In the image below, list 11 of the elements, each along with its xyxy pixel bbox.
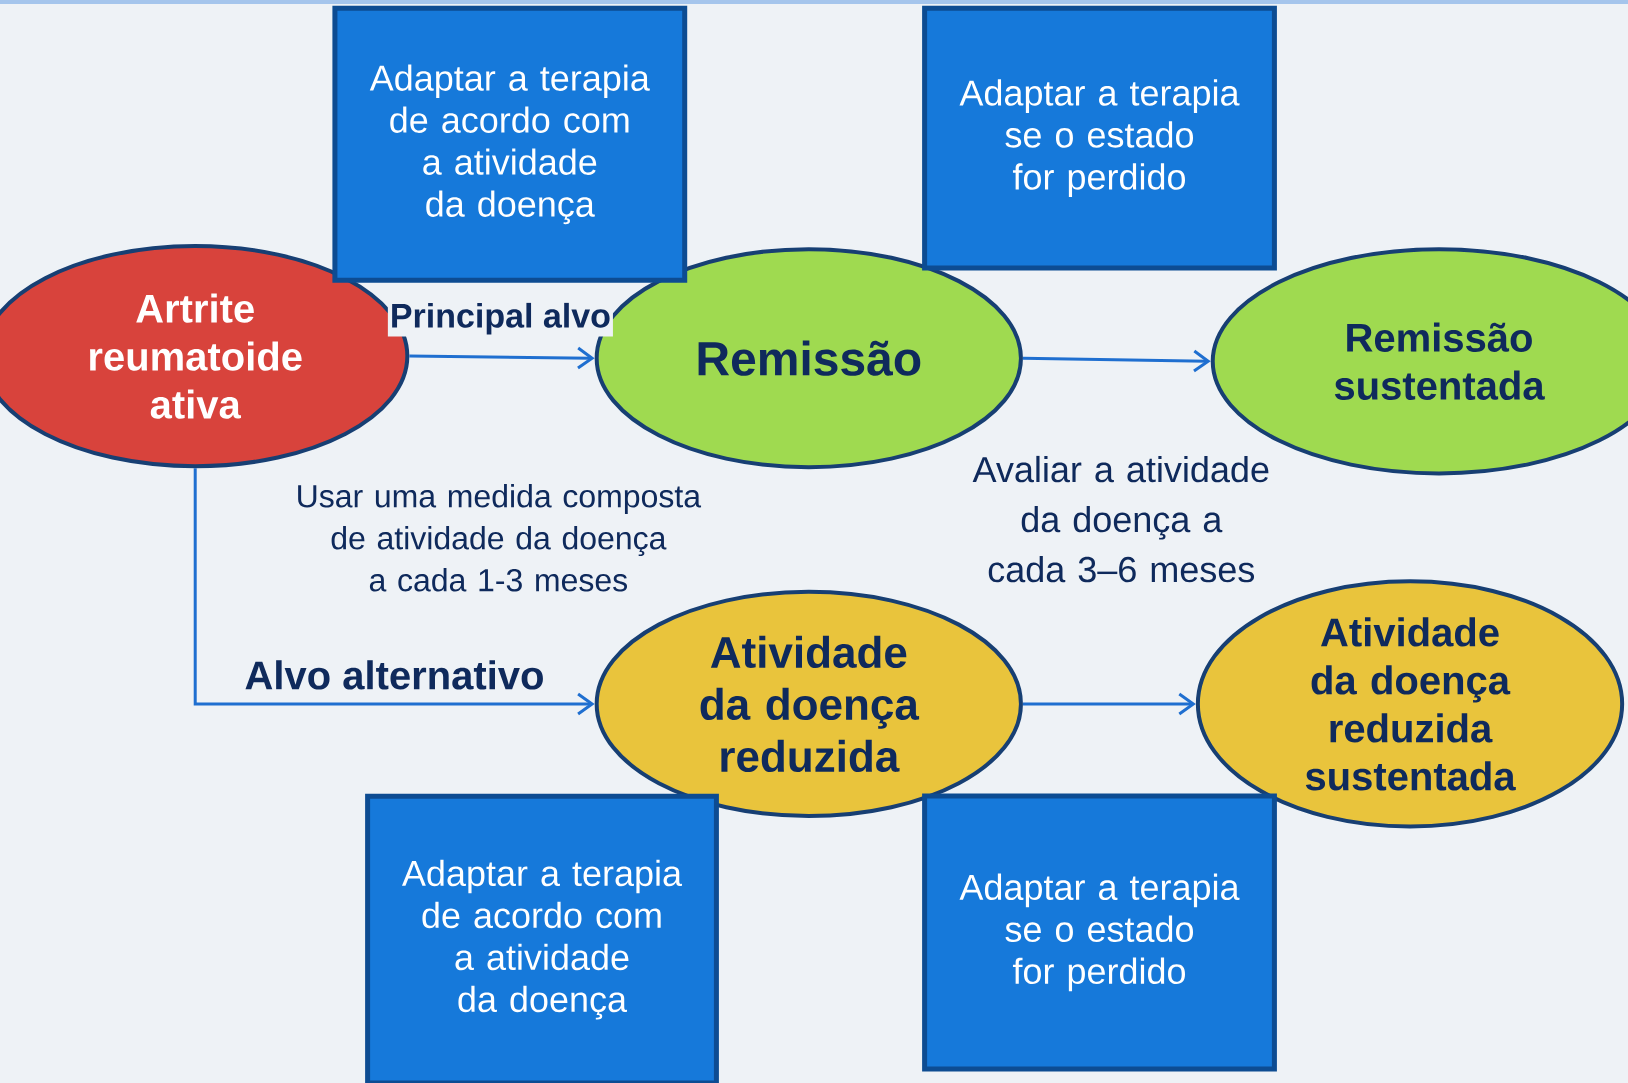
note-text: Usar uma medida composta de atividade da doença a cada 1-3 meses <box>298 484 702 592</box>
process-box: Adaptar a terapia se o estado for perdido <box>922 793 1277 1072</box>
edge-label: Alvo alternativo <box>242 658 547 692</box>
arrow <box>409 346 595 370</box>
arrow <box>1022 349 1211 373</box>
process-box: Adaptar a terapia se o estado for perdido <box>922 5 1277 271</box>
arrow <box>193 468 595 716</box>
edge-label: Principal alvo <box>387 300 613 337</box>
process-box: Adaptar a terapia de acordo com a atividade da doença <box>332 5 688 283</box>
arrow <box>1022 692 1196 716</box>
process-box: Adaptar a terapia de acordo com a atividade da doença <box>365 793 719 1083</box>
